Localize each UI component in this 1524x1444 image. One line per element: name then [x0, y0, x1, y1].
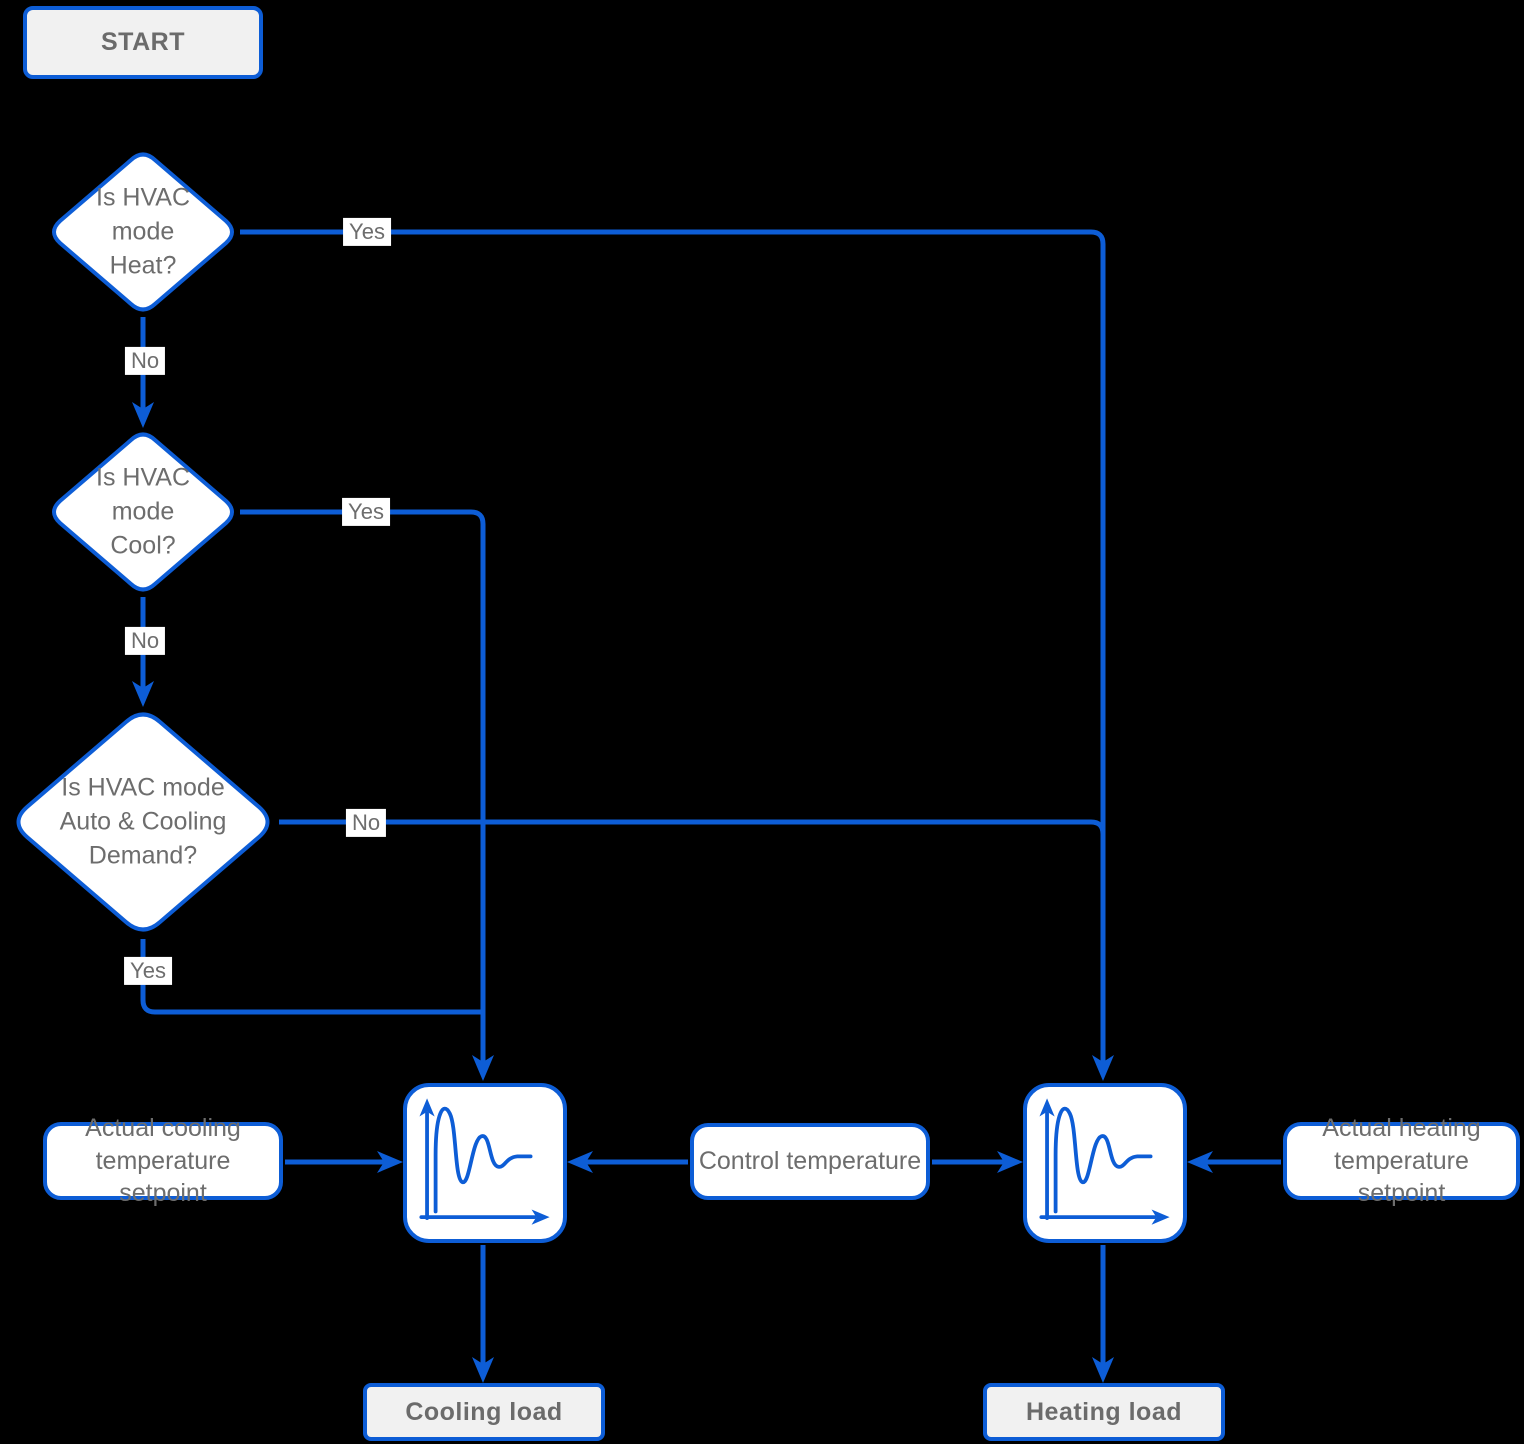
cooling-setpoint-label: Actual cooling temperature setpoint	[85, 1114, 241, 1208]
heating-load-label: Heating load	[1025, 1397, 1182, 1426]
edge-cool-yes	[240, 509, 494, 1081]
edge-label-heat-no: No	[124, 346, 166, 376]
edge-label-auto-no: No	[345, 808, 387, 838]
diamond-shape	[52, 152, 234, 312]
diamond-shape	[16, 712, 270, 932]
decision-hvac-auto: Is HVAC mode Auto & Cooling Demand?	[6, 703, 280, 941]
control-temperature-node: Control temperature	[690, 1123, 930, 1200]
decision-hvac-cool: Is HVAC mode Cool?	[44, 425, 242, 599]
pid-controller-heating	[1023, 1083, 1187, 1243]
edge-label-auto-yes: Yes	[124, 956, 172, 986]
edge-control-to-heating-pid	[932, 1151, 1023, 1173]
cooling-setpoint-node: Actual cooling temperature setpoint	[43, 1114, 283, 1207]
cooling-load-node: Cooling load	[363, 1383, 605, 1441]
edge-cooling-load	[472, 1245, 494, 1383]
decision-hvac-heat-label: Is HVAC mode Heat?	[96, 183, 190, 279]
start-label: START	[101, 28, 185, 56]
edge-heating-load	[1092, 1245, 1114, 1383]
edge-label-cool-yes: Yes	[342, 497, 390, 527]
heating-load-node: Heating load	[983, 1383, 1225, 1441]
edge-control-to-cooling-pid	[567, 1151, 688, 1173]
pid-controller-cooling	[403, 1083, 567, 1243]
control-temperature-label: Control temperature	[698, 1147, 922, 1176]
heating-setpoint-label: Actual heating temperature setpoint	[1322, 1114, 1481, 1208]
edge-auto-yes	[140, 939, 483, 1015]
diamond-shape	[52, 432, 234, 592]
edge-label-heat-yes: Yes	[343, 217, 391, 247]
edge-cooling-setpoint	[285, 1151, 403, 1173]
edge-label-cool-no: No	[124, 626, 166, 656]
cooling-load-label: Cooling load	[405, 1397, 563, 1426]
edge-heat-yes	[240, 229, 1114, 1081]
edge-auto-no	[279, 819, 1106, 835]
decision-hvac-heat: Is HVAC mode Heat?	[44, 145, 242, 319]
start-node: START	[23, 6, 263, 79]
decision-hvac-cool-label: Is HVAC mode Cool?	[96, 463, 190, 559]
pid-response-curve-icon	[1039, 1098, 1170, 1225]
decision-hvac-auto-label: Is HVAC mode Auto & Cooling Demand?	[59, 773, 227, 869]
pid-response-curve-icon	[419, 1098, 550, 1225]
heating-setpoint-node: Actual heating temperature setpoint	[1283, 1114, 1520, 1207]
edge-heating-setpoint	[1187, 1151, 1281, 1173]
